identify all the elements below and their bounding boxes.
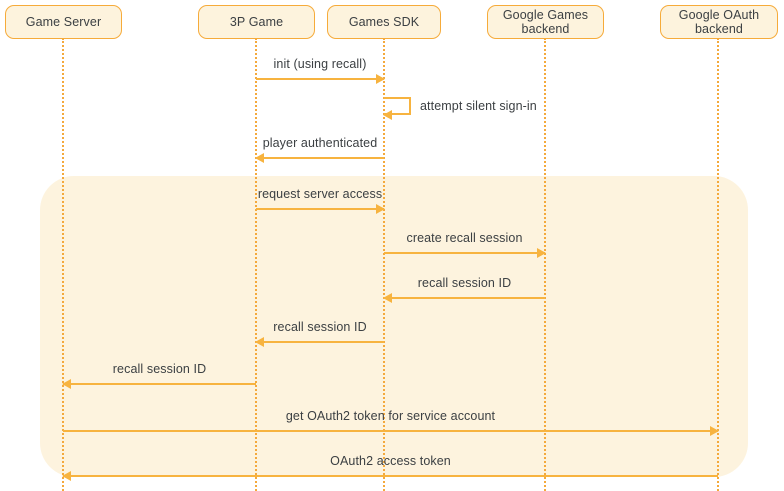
message-label-player-authenticated: player authenticated [262,136,378,150]
message-label-recall-session-id-3: recall session ID [112,362,207,376]
lifeline-google-games-backend [544,38,546,491]
message-line [384,297,545,299]
participant-box-3p-game[interactable]: 3P Game [198,5,315,39]
message-label-oauth2-access-token: OAuth2 access token [330,454,451,468]
arrowhead-icon [255,153,264,163]
message-line [256,208,384,210]
participant-label-google-oauth-backend: Google OAuth backend [678,8,760,36]
participant-box-games-sdk[interactable]: Games SDK [327,5,441,39]
lifeline-game-server [62,38,64,491]
message-line [256,157,384,159]
lifeline-3p-game [255,38,257,491]
message-label-get-oauth2-token: get OAuth2 token for service account [285,409,496,423]
arrowhead-icon [255,337,264,347]
message-label-create-recall-session: create recall session [406,231,523,245]
message-label-recall-session-id-1: recall session ID [417,276,512,290]
participant-label-3p-game: 3P Game [229,15,284,29]
message-line [256,341,384,343]
message-line [63,475,718,477]
self-message-attempt-silent-signin: attempt silent sign-in [383,97,537,120]
message-label-attempt-silent-signin: attempt silent sign-in [420,99,537,113]
arrowhead-icon [376,204,385,214]
arrowhead-icon [383,110,392,120]
arrowhead-icon [537,248,546,258]
participant-box-google-oauth-backend[interactable]: Google OAuth backend [660,5,778,39]
arrowhead-icon [376,74,385,84]
message-label-request-server-access: request server access [257,187,383,201]
participant-box-google-games-backend[interactable]: Google Games backend [487,5,604,39]
message-line [256,78,384,80]
arrowhead-icon [383,293,392,303]
participant-label-games-sdk: Games SDK [348,15,420,29]
message-line [384,252,545,254]
participant-label-game-server: Game Server [25,15,102,29]
arrowhead-icon [710,426,719,436]
participant-box-game-server[interactable]: Game Server [5,5,122,39]
arrowhead-icon [62,471,71,481]
lifeline-games-sdk [383,38,385,491]
lifeline-google-oauth-backend [717,38,719,491]
message-label-recall-session-id-2: recall session ID [273,320,367,334]
message-line [63,383,256,385]
arrowhead-icon [62,379,71,389]
highlight-region [40,176,748,477]
participant-label-google-games-backend: Google Games backend [502,8,589,36]
message-line [63,430,718,432]
message-label-init-using-recall: init (using recall) [273,57,367,71]
self-loop-path [384,97,411,115]
